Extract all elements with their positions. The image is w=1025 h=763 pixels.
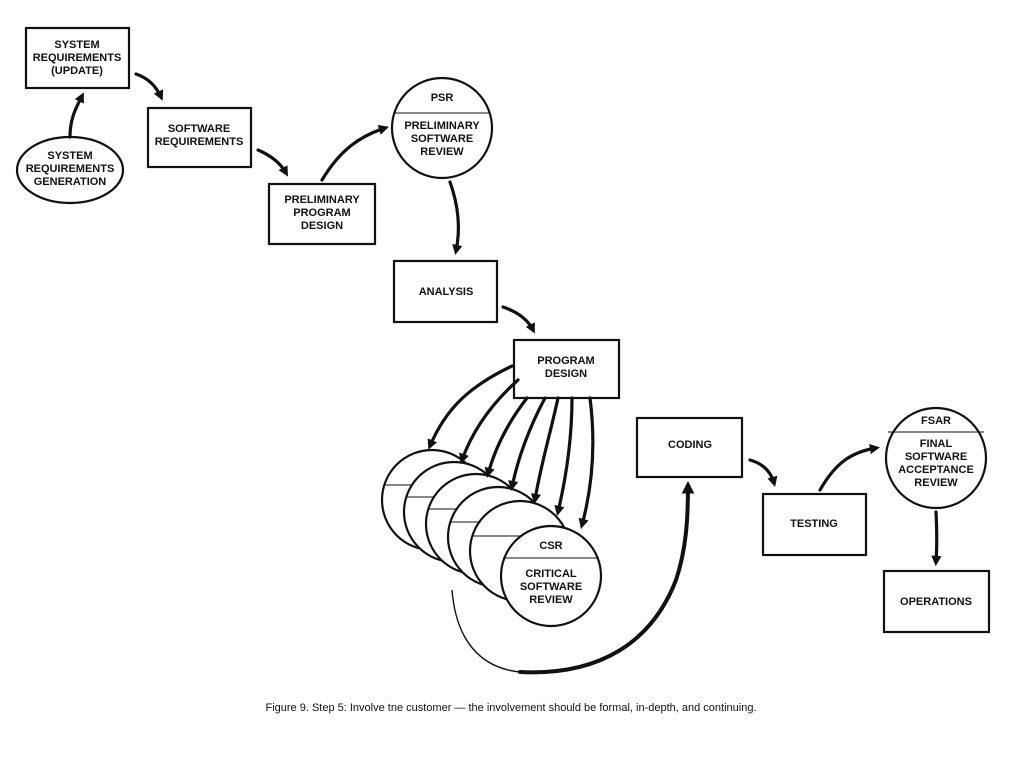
node-line: REQUIREMENTS [33,52,122,64]
node-line: TESTING [790,518,838,530]
node-line: OPERATIONS [900,596,972,608]
node-line: PROGRAM [293,207,350,219]
arrow-design-to-review-3 [484,396,529,478]
node-line: FINAL [920,438,953,450]
node-line: SOFTWARE [411,133,473,145]
arrow-design-to-review-4 [508,396,547,492]
review-abbr: FSAR [921,415,951,427]
arrow-update-to-software-req [134,72,164,101]
node-software-requirements: SOFTWARE REQUIREMENTS [146,106,253,169]
arrow-fsar-to-operations [931,510,942,567]
flow-arrows [68,72,942,675]
node-testing: TESTING [761,492,868,557]
node-line: DESIGN [545,368,587,380]
node-line: ANALYSIS [419,286,474,298]
node-csr: CSR CRITICAL SOFTWARE REVIEW [499,524,603,628]
node-line: PRELIMINARY [284,194,360,206]
node-program-design: PROGRAM DESIGN [512,338,621,400]
arrow-coding-to-testing [748,458,778,487]
node-line: SYSTEM [54,39,99,51]
node-operations: OPERATIONS [882,569,991,634]
node-line: PROGRAM [537,355,594,367]
arrow-design-to-review-5 [530,396,560,505]
node-fsar: FSAR FINAL SOFTWARE ACCEPTANCE REVIEW [884,406,988,510]
node-analysis: ANALYSIS [392,259,499,324]
arrow-review-to-coding [518,480,695,675]
node-line: GENERATION [34,176,107,188]
node-line: (UPDATE) [51,65,103,77]
figure-caption: Figure 9. Step 5: Involve tne customer —… [266,702,757,714]
arrow-design-to-review-7 [578,396,595,529]
node-line: REVIEW [914,477,958,489]
arrow-design-to-review-2 [459,378,520,464]
arrow-psr-to-analysis [448,180,463,256]
node-system-requirements-update: SYSTEM REQUIREMENTS (UPDATE) [24,26,131,90]
node-line: REQUIREMENTS [26,163,115,175]
node-preliminary-program-design: PRELIMINARY PROGRAM DESIGN [267,182,377,246]
node-psr: PSR PRELIMINARY SOFTWARE REVIEW [390,76,494,180]
review-abbr: PSR [431,92,454,104]
review-abbr: CSR [539,540,562,552]
node-line: REQUIREMENTS [155,136,244,148]
node-line: SOFTWARE [905,451,967,463]
node-line: ACCEPTANCE [898,464,974,476]
node-line: SYSTEM [47,150,92,162]
node-line: REVIEW [420,146,464,158]
node-line: DESIGN [301,220,343,232]
node-system-requirements-generation: SYSTEM REQUIREMENTS GENERATION [15,135,125,205]
node-line: CRITICAL [525,568,577,580]
arrow-software-req-to-prelim [256,148,288,177]
node-line: CODING [668,439,712,451]
arrow-design-to-review-6 [554,396,574,516]
node-coding: CODING [635,416,744,479]
node-line: REVIEW [529,594,573,606]
node-line: SOFTWARE [168,123,230,135]
arrow-generation-to-update [68,92,84,139]
node-line: SOFTWARE [520,581,582,593]
arrow-loop-tail [451,589,521,673]
arrow-prelim-to-psr [320,124,389,182]
node-line: PRELIMINARY [404,120,480,132]
arrow-design-to-review-1 [427,364,514,450]
arrow-analysis-to-program-design [501,305,535,334]
arrow-testing-to-fsar [818,443,881,492]
